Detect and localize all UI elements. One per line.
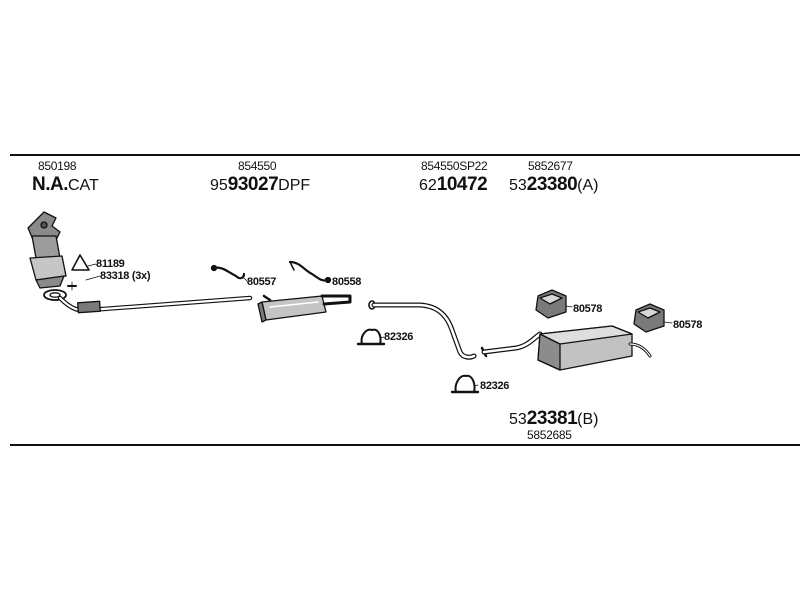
rubber-mount-80578-left [535,289,573,319]
ref-5852677: 5852677 [528,159,573,173]
callout-82326-front: 82326 [384,331,414,343]
callout-81189: 81189 [96,258,125,270]
part-rear-silencer-b-label: 5323381(B) [509,408,599,429]
callout-83318: 83318 (3x) [100,270,151,282]
callout-82326-rear: 82326 [480,380,510,392]
ref-850198: 850198 [38,159,77,173]
hanger-80558 [288,260,332,284]
front-pipe [57,295,253,314]
part-dpf-label: 9593027DPF [210,174,311,195]
callout-80558: 80558 [332,276,362,288]
ref-854550: 854550 [238,159,277,173]
part-rear-silencer-a-label: 5323380(A) [509,174,599,195]
rubber-mount-80578-right [633,303,673,333]
part-middle-pipe-label: 6210472 [419,174,488,195]
center-silencer [257,294,352,323]
clamp-82326-front [356,328,386,346]
hanger-80557 [210,264,249,283]
bolts-83318 [67,275,101,291]
clamp-82326-rear [450,374,480,394]
top-divider [10,154,800,156]
callout-80557: 80557 [247,276,277,288]
ref-854550sp22: 854550SP22 [421,159,488,173]
gasket-81189 [71,254,97,271]
part-catalyst-label: N.A.CAT [32,174,99,195]
callout-80578-left: 80578 [573,303,603,315]
intermediate-pipe [368,300,477,360]
rear-silencer [480,325,652,371]
catalytic-converter [27,211,67,289]
bottom-divider [10,444,800,446]
ref-5852685: 5852685 [527,428,572,442]
callout-80578-right: 80578 [673,319,703,331]
